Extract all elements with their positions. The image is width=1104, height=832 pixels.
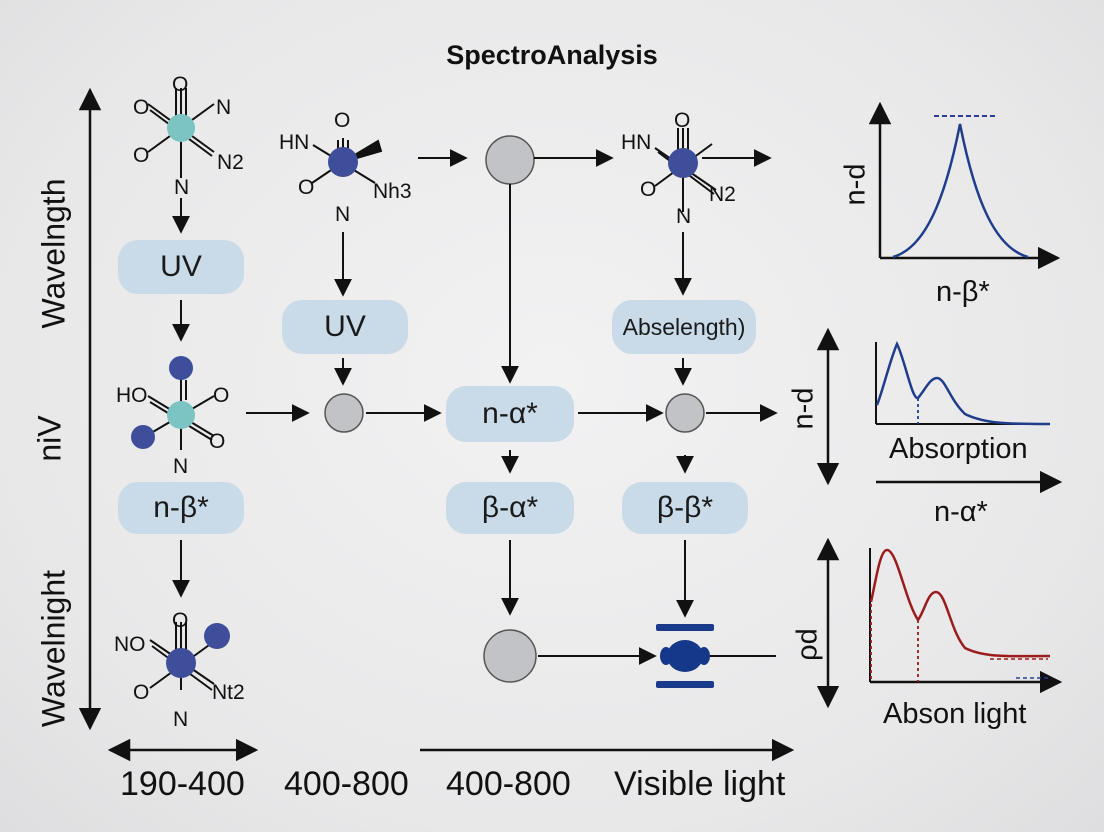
m5-n-bottom: N bbox=[173, 708, 189, 731]
chart-top-ylabel: n-d bbox=[839, 163, 872, 206]
diagram-title: SpectroAnalysis bbox=[446, 40, 658, 70]
chart-middle bbox=[816, 327, 1063, 494]
m2-nh3: Nh3 bbox=[373, 180, 412, 203]
axis-label-wavelength-bottom: Wavelnight bbox=[35, 569, 72, 728]
m5-no: NO bbox=[114, 633, 146, 656]
m2-hn: HN bbox=[279, 131, 310, 154]
molecule-2 bbox=[311, 138, 383, 184]
m5-nt2: Nt2 bbox=[212, 681, 245, 704]
m2-n-bottom: N bbox=[335, 203, 351, 226]
molecule-5 bbox=[149, 622, 230, 691]
m4-o-right: O bbox=[213, 384, 230, 407]
chart-middle-caption: Absorption bbox=[889, 433, 1028, 465]
pill-beta-beta: β-β* bbox=[622, 482, 748, 534]
axis-label-wavelength-top: Wavelngth bbox=[35, 178, 72, 329]
pill-beta-alpha: β-α* bbox=[446, 482, 574, 534]
pill-n-beta: n-β* bbox=[118, 482, 244, 534]
m5-o-left: O bbox=[133, 681, 150, 704]
m1-o-top: O bbox=[172, 73, 189, 96]
chart-top bbox=[868, 101, 1061, 270]
m4-ho: HO bbox=[116, 384, 148, 407]
molecule-3 bbox=[654, 128, 717, 212]
m3-o-left: O bbox=[640, 178, 657, 201]
pill-uv-left: UV bbox=[118, 240, 244, 294]
bottom-label-visible-light: Visible light bbox=[614, 765, 786, 803]
molecule-1 bbox=[147, 88, 215, 178]
node-bottom-center bbox=[483, 629, 537, 683]
m2-o-left: O bbox=[298, 176, 315, 199]
node-top-center bbox=[485, 135, 535, 185]
molecule-4 bbox=[131, 356, 215, 450]
pill-n-alpha: n-α* bbox=[446, 386, 574, 442]
chart-top-xlabel: n-β* bbox=[936, 276, 990, 308]
m1-o-left: O bbox=[133, 96, 150, 119]
m5-o-top: O bbox=[172, 609, 189, 632]
m3-n-bottom: N bbox=[676, 205, 692, 228]
bottom-label-400-800-b: 400-800 bbox=[446, 765, 571, 803]
chart-middle-ylabel: n-d bbox=[787, 387, 820, 430]
m3-n2: N2 bbox=[709, 183, 736, 206]
chart-middle-xlabel: n-α* bbox=[934, 496, 988, 528]
m2-o-top: O bbox=[334, 109, 351, 132]
m1-n-bottom: N bbox=[174, 176, 190, 199]
bottom-label-400-800-a: 400-800 bbox=[284, 765, 409, 803]
m3-hn: HN bbox=[621, 131, 652, 154]
m1-o-lower-left: O bbox=[133, 144, 150, 167]
pill-abselength: Abselength) bbox=[612, 300, 756, 354]
chart-bottom-ylabel: ρd bbox=[791, 628, 824, 661]
m4-n-bottom: N bbox=[173, 455, 189, 478]
m1-n2: N2 bbox=[217, 151, 244, 174]
m4-o-bottom-right: O bbox=[209, 430, 226, 453]
m3-o-top: O bbox=[674, 109, 691, 132]
m1-n-right: N bbox=[216, 96, 232, 119]
node-left-middle bbox=[324, 393, 364, 433]
node-right-middle bbox=[665, 393, 705, 433]
chart-bottom bbox=[816, 537, 1063, 709]
bottom-label-190-400: 190-400 bbox=[120, 765, 245, 803]
pill-uv-center: UV bbox=[282, 300, 408, 354]
chart-bottom-caption: Abson light bbox=[883, 698, 1027, 730]
detector-icon bbox=[656, 624, 714, 688]
axis-label-niv: niV bbox=[31, 415, 68, 462]
